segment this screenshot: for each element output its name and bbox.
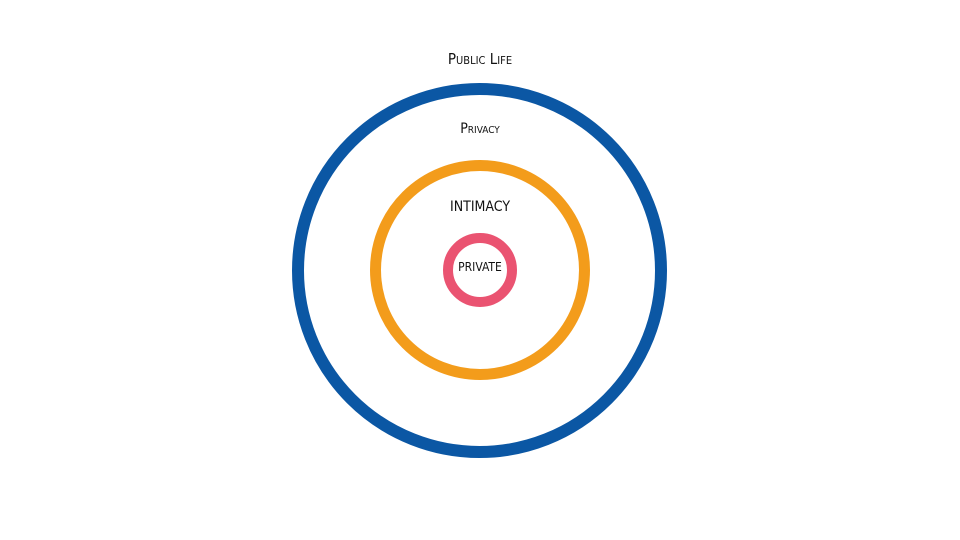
label-intimacy: INTIMACY	[449, 199, 511, 215]
label-public-life: Public Life	[447, 50, 513, 68]
inner-ring	[443, 233, 517, 307]
label-private: PRIVATE	[458, 260, 502, 274]
middle-ring	[370, 160, 590, 380]
label-privacy: Privacy	[460, 121, 500, 137]
